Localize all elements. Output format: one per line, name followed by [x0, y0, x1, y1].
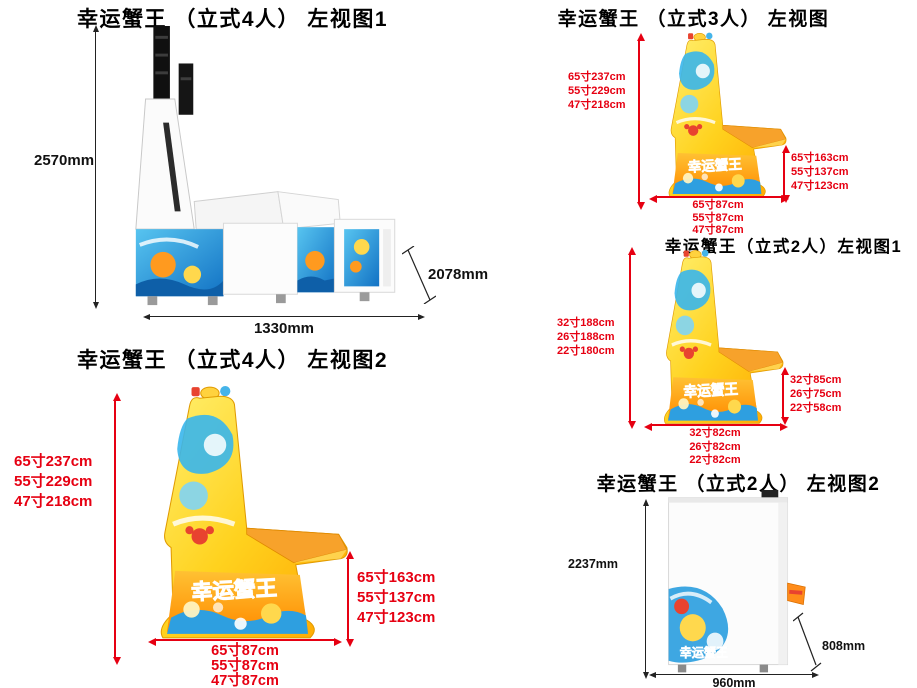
height-dimension-line [628, 247, 636, 429]
width-dimension-line [649, 672, 819, 678]
console-height-dimension-line [781, 367, 789, 425]
width-dimension-label: 1330mm [253, 320, 315, 337]
width-dimension-labels: 65寸87cm 55寸87cm 47寸87cm [140, 644, 350, 688]
dimension-label: 47寸123cm [791, 180, 849, 192]
panel-title-2p-view1: 幸运蟹王（立式2人）左视图1 [664, 238, 903, 256]
height-dimension-line [643, 499, 649, 679]
panel-title-3p: 幸运蟹王 （立式3人） 左视图 [557, 9, 830, 30]
depth-dimension-line [793, 612, 822, 672]
machine-illustration-2p-view2 [650, 490, 808, 684]
dimension-label: 65寸163cm [791, 152, 849, 164]
dimension-label: 47寸123cm [357, 609, 436, 626]
console-height-dimension-line [346, 551, 354, 647]
dimension-label: 26寸188cm [557, 331, 615, 343]
dimension-label: 22寸82cm [689, 454, 741, 466]
width-dimension-line [649, 195, 789, 203]
dimension-label: 55寸229cm [568, 85, 626, 97]
height-dimension-labels: 65寸237cm 55寸229cm 47寸218cm [568, 70, 626, 112]
depth-dimension-line [402, 246, 436, 304]
depth-dimension-label: 2078mm [428, 266, 489, 283]
console-height-dimension-labels: 65寸163cm 55寸137cm 47寸123cm [357, 568, 435, 628]
width-dimension-line [644, 423, 788, 431]
depth-dimension-label: 808mm [822, 639, 866, 653]
width-dimension-line [143, 314, 425, 320]
dimension-label: 47寸87cm [692, 224, 744, 236]
dimension-label: 32寸82cm [689, 427, 741, 439]
console-height-dimension-labels: 32寸85cm 26寸75cm 22寸58cm [790, 373, 841, 415]
dimension-label: 26寸75cm [790, 388, 842, 400]
console-height-dimension-line [782, 145, 790, 203]
panel-title-4p-view1: 幸运蟹王 （立式4人） 左视图1 [76, 8, 389, 31]
console-height-dimension-labels: 65寸163cm 55寸137cm 47寸123cm [791, 151, 849, 193]
dimension-label: 22寸58cm [790, 402, 842, 414]
dimension-label: 65寸87cm [211, 643, 279, 659]
dimension-label: 47寸218cm [568, 99, 626, 111]
machine-illustration-2p-view1 [638, 247, 788, 429]
machine-illustration-3p [643, 30, 791, 202]
dimension-label: 26寸82cm [689, 440, 741, 453]
machine-illustration-4p-view2 [120, 382, 355, 646]
height-dimension-line [637, 33, 645, 210]
dimension-label: 55寸137cm [357, 589, 436, 606]
dimension-label: 65寸163cm [357, 569, 436, 586]
dimension-label: 32寸85cm [790, 374, 842, 386]
width-dimension-labels: 32寸82cm 26寸82cm 22寸82cm [643, 427, 787, 468]
dimension-label: 55寸87cm [692, 211, 744, 224]
height-dimension-line [113, 393, 121, 665]
width-dimension-line [148, 638, 342, 646]
width-dimension-labels: 65寸87cm 55寸87cm 47寸87cm [648, 199, 788, 237]
height-dimension-label: 2237mm [568, 557, 619, 571]
machine-illustration-4p-view1 [130, 26, 422, 312]
dimension-label: 47寸87cm [211, 673, 279, 688]
dimension-label: 55寸137cm [791, 166, 849, 178]
width-dimension-label: 960mm [712, 676, 756, 688]
dimension-label: 47寸218cm [14, 493, 93, 510]
dimension-label: 65寸237cm [568, 71, 626, 83]
dimension-label: 55寸229cm [14, 473, 93, 490]
dimension-label: 22寸180cm [557, 345, 615, 357]
height-dimension-labels: 65寸237cm 55寸229cm 47寸218cm [14, 452, 92, 512]
height-dimension-labels: 32寸188cm 26寸188cm 22寸180cm [557, 316, 615, 358]
dimension-label: 65寸87cm [692, 199, 744, 211]
height-dimension-line [93, 25, 99, 309]
height-dimension-label: 2570mm [34, 152, 95, 169]
dimension-label: 65寸237cm [14, 453, 93, 470]
dimension-label: 55寸87cm [211, 658, 279, 674]
dimension-label: 32寸188cm [557, 317, 615, 329]
panel-title-2p-view2: 幸运蟹王 （立式2人） 左视图2 [596, 474, 881, 495]
panel-title-4p-view2: 幸运蟹王 （立式4人） 左视图2 [76, 349, 389, 372]
